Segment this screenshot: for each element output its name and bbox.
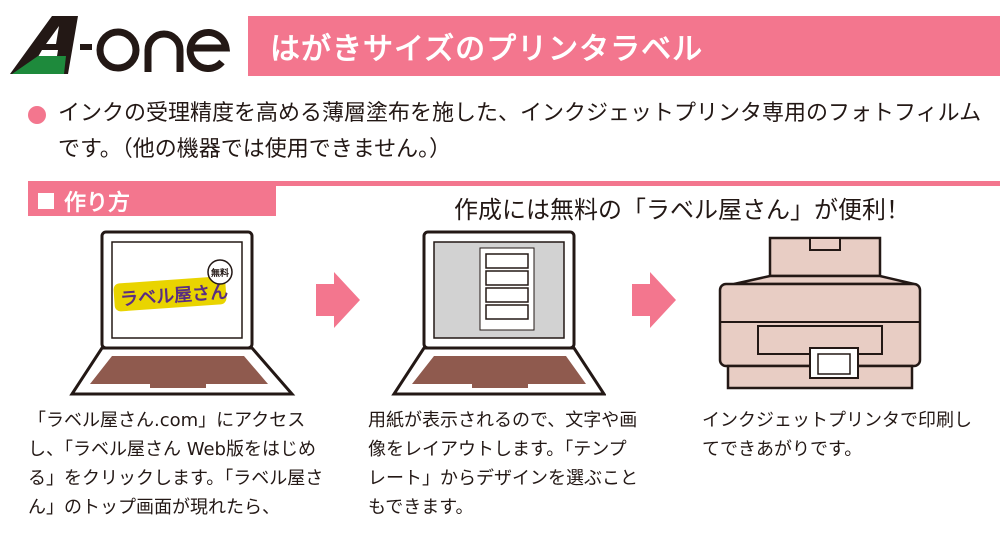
bullet-dot-icon <box>28 106 46 124</box>
printer-illustration <box>706 236 928 400</box>
page-title: はがきサイズのプリンタラベル <box>248 16 1000 76</box>
section-label: 作り方 <box>64 191 131 216</box>
step-3-caption: インクジェットプリンタで印刷してできあがりです。 <box>702 410 972 460</box>
step-1-caption: 「ラベル屋さん.com」にアクセスし、「ラベル屋さん Web版をはじめる」をクリ… <box>28 410 324 518</box>
bullet-text: インクの受理精度を高める薄層塗布を施した、インクジェットプリンタ専用のフォトフィ… <box>58 101 982 162</box>
step-2-caption: 用紙が表示されるので、文字や画像をレイアウトします。「テンプレート」からデザイン… <box>368 410 638 518</box>
square-icon <box>38 193 54 209</box>
section-divider <box>28 181 1000 186</box>
feature-bullet: インクの受理精度を高める薄層塗布を施した、インクジェットプリンタ専用のフォトフィ… <box>28 96 988 168</box>
arrow-right-icon <box>316 272 360 332</box>
laptop-with-software-illustration: ラベル屋さん 無料 <box>68 228 298 402</box>
a-one-logo <box>8 14 234 76</box>
section-header: 作り方 <box>28 186 276 216</box>
arrow-right-icon <box>632 272 676 332</box>
free-badge: 無料 <box>211 267 229 279</box>
free-software-note: 作成には無料の「ラベル屋さん」が便利！ <box>454 196 910 224</box>
laptop-with-layout-illustration <box>376 228 607 402</box>
